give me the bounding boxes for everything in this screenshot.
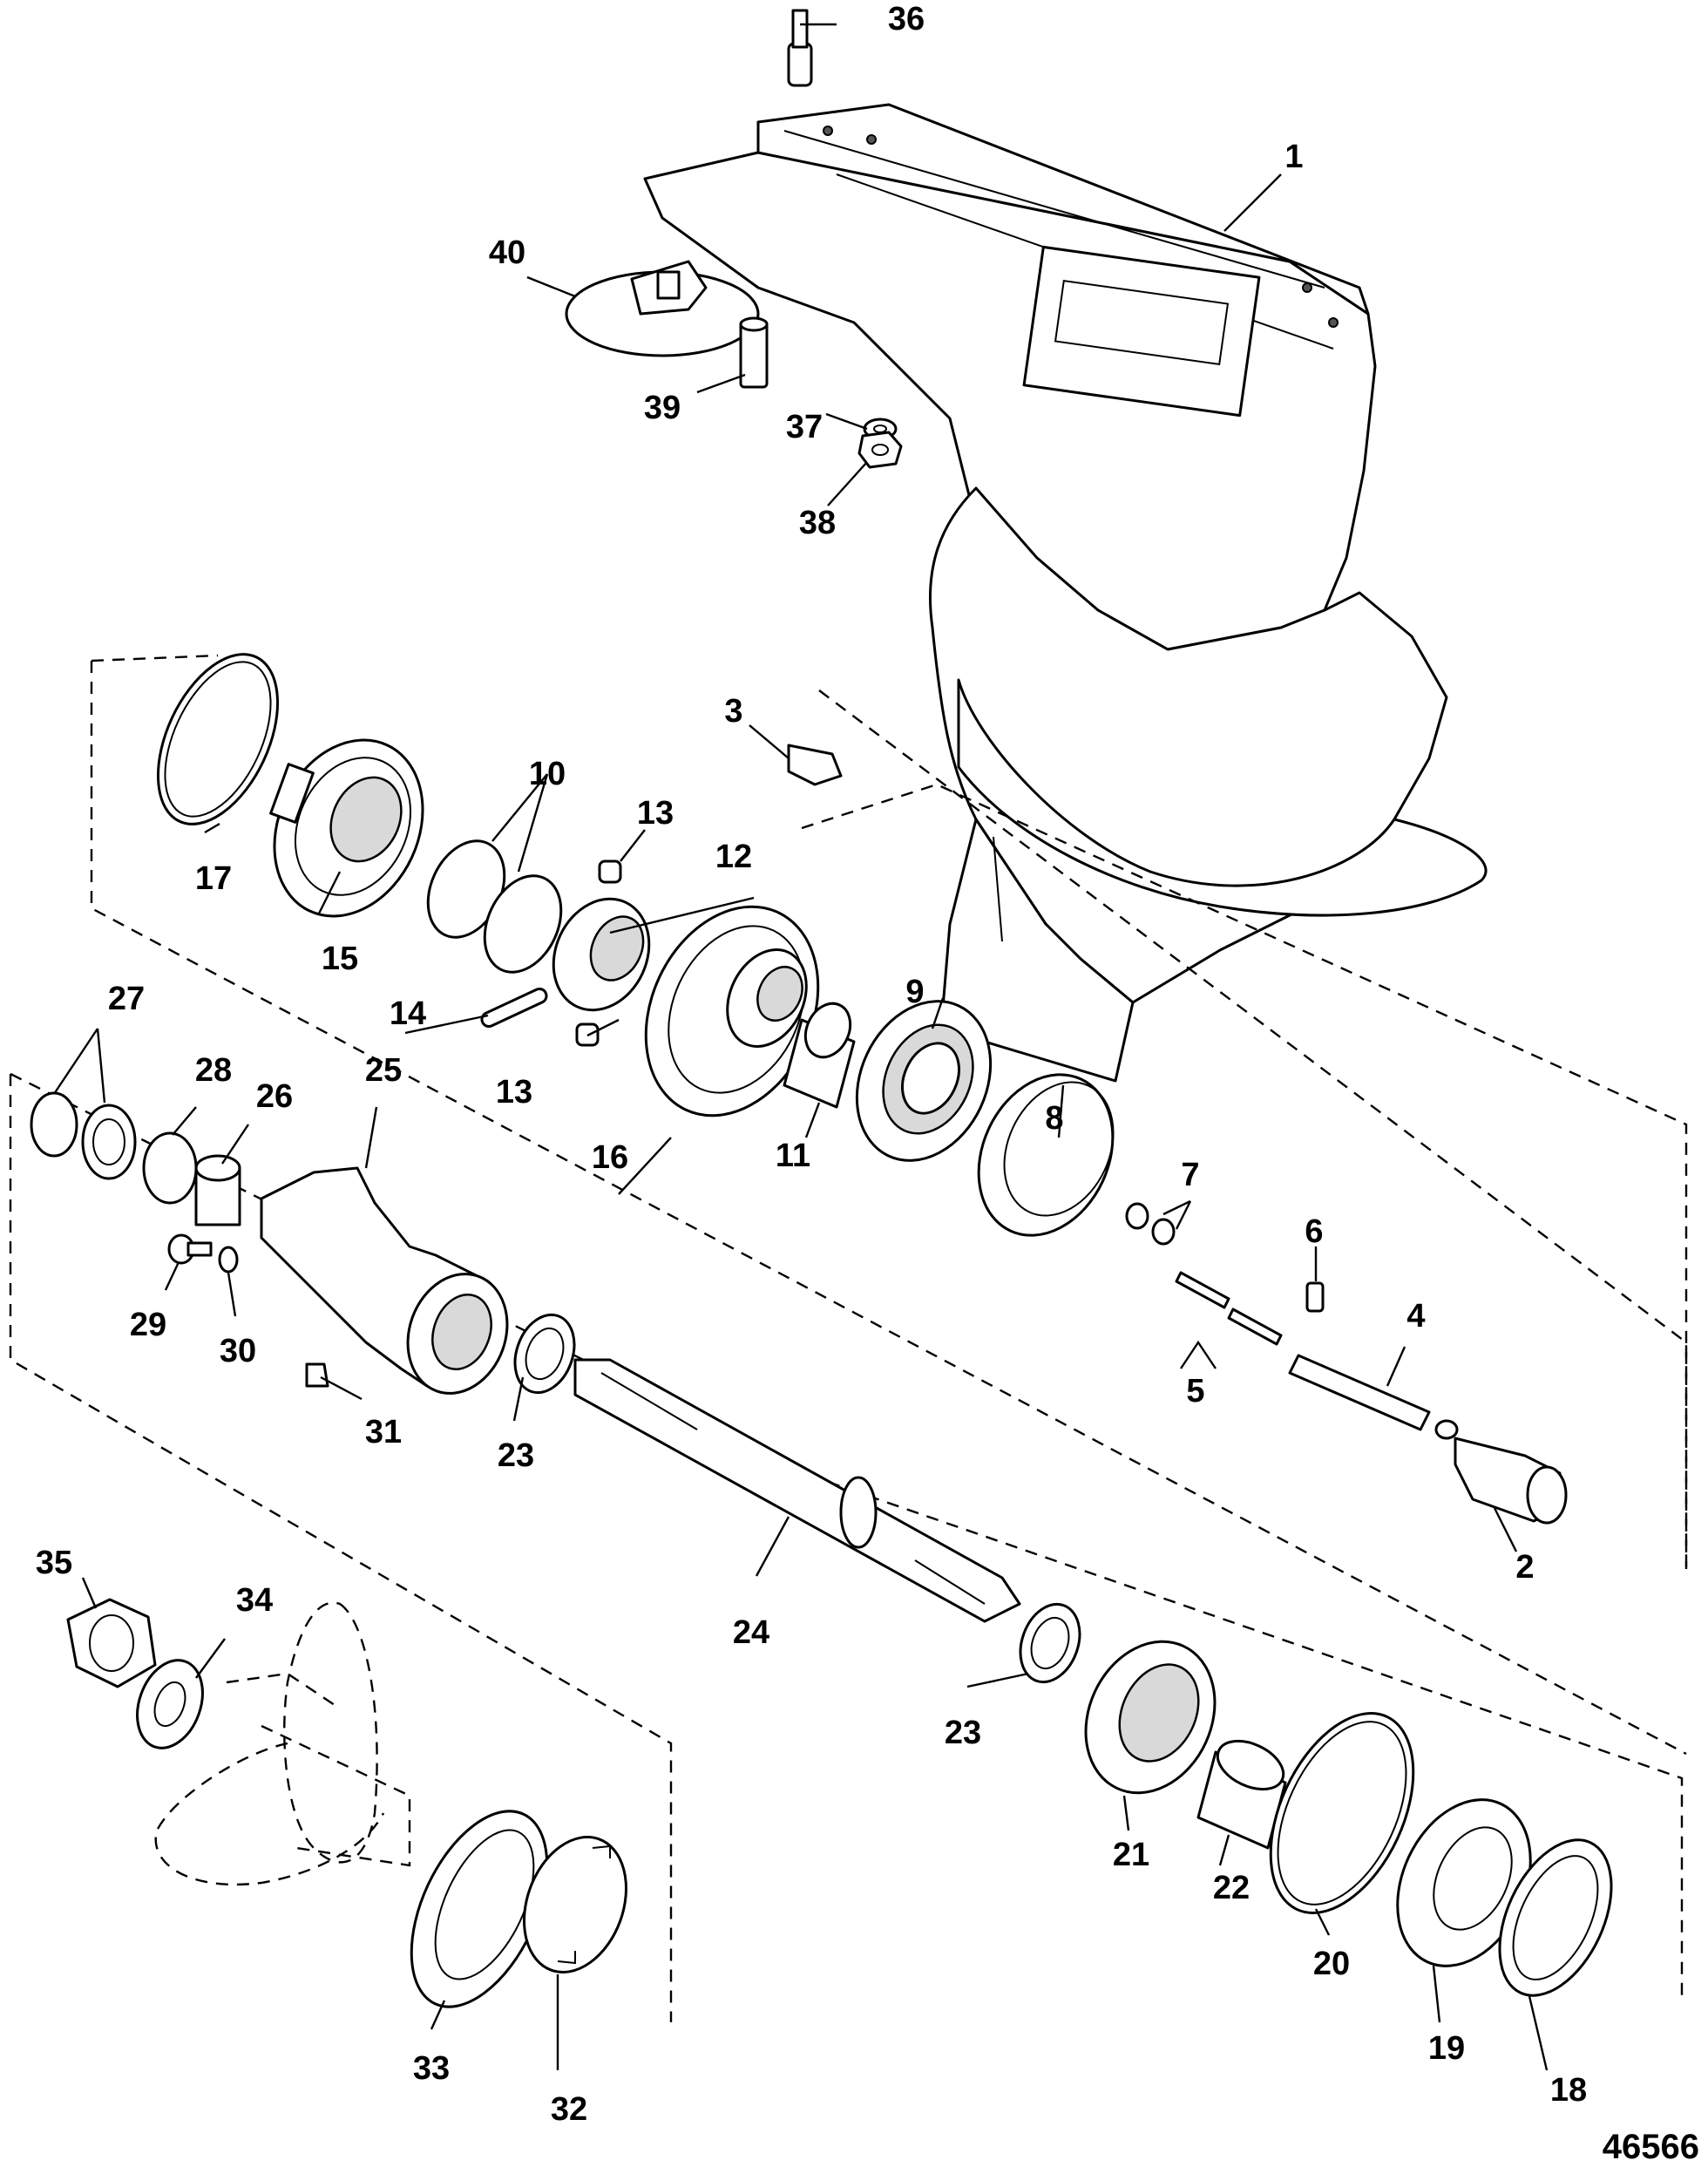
o-ring-30 <box>218 1246 239 1274</box>
figure-number: 46566 <box>1603 2128 1699 2166</box>
callout-33: 33 <box>413 2050 450 2087</box>
callout-labels: 1 2 3 4 5 6 7 8 9 10 11 12 13 13 14 15 1… <box>36 1 1587 2128</box>
pin-6 <box>1305 1281 1325 1313</box>
leader-lines <box>53 23 1549 2071</box>
o-ring-17 <box>156 653 280 825</box>
callout-25: 25 <box>365 1052 402 1089</box>
propeller-shaft-24 <box>573 1358 1021 1623</box>
callout-29: 29 <box>130 1307 166 1343</box>
callout-15: 15 <box>322 941 358 977</box>
propeller-outline <box>154 1601 411 1886</box>
callout-23-upper: 23 <box>498 1437 534 1474</box>
callout-36: 36 <box>888 1 925 37</box>
callout-11: 11 <box>776 1138 810 1174</box>
cross-pin-14 <box>480 987 548 1029</box>
callout-13-upper: 13 <box>637 795 674 832</box>
bolt-36 <box>787 9 813 87</box>
callout-17: 17 <box>195 860 232 897</box>
callout-1: 1 <box>1284 139 1303 175</box>
seals-27 <box>30 1091 137 1180</box>
callout-14: 14 <box>390 995 426 1032</box>
callout-38: 38 <box>799 505 836 541</box>
thrust-washer-19 <box>1396 1798 1532 1967</box>
dashed-boundary-upper <box>90 654 1688 1756</box>
cam-follower-4 <box>1288 1354 1459 1440</box>
ring-28 <box>142 1131 198 1205</box>
callout-8: 8 <box>1045 1100 1063 1137</box>
bearing-11 <box>783 1002 856 1109</box>
callout-37: 37 <box>786 409 823 445</box>
callout-28: 28 <box>195 1052 232 1089</box>
pin-13-upper <box>598 859 622 884</box>
callout-6: 6 <box>1305 1213 1323 1250</box>
callout-27: 27 <box>108 981 145 1017</box>
washer-34 <box>136 1659 204 1749</box>
callout-26: 26 <box>256 1078 293 1115</box>
springs-5 <box>1175 1271 1283 1346</box>
callout-3: 3 <box>724 693 742 730</box>
bearing-carrier-25 <box>260 1166 509 1395</box>
callout-40: 40 <box>489 234 525 271</box>
thrust-hub-33 <box>410 1810 549 2008</box>
shift-cam-3 <box>787 744 843 786</box>
screw-29 <box>167 1233 213 1265</box>
callout-18: 18 <box>1550 2072 1587 2109</box>
propeller-nut-35 <box>66 1598 157 1688</box>
callout-30: 30 <box>220 1333 256 1369</box>
thrust-bearing-18 <box>1498 1838 1613 1997</box>
tab-washer-32 <box>523 1836 627 1973</box>
bearing-22 <box>1196 1739 1287 1850</box>
callout-39: 39 <box>644 390 681 426</box>
gear-21 <box>1084 1640 1217 1795</box>
callout-5: 5 <box>1186 1373 1204 1410</box>
shift-cam-2 <box>1454 1437 1568 1525</box>
key-31 <box>305 1362 329 1388</box>
callout-24: 24 <box>733 1614 769 1651</box>
callout-23-lower: 23 <box>945 1715 981 1751</box>
reverse-gear-15 <box>269 738 424 918</box>
callout-34: 34 <box>236 1582 273 1619</box>
clutch-12 <box>552 897 651 1012</box>
nut-38 <box>857 431 903 469</box>
bearing-26 <box>194 1154 241 1226</box>
callout-9: 9 <box>905 974 924 1010</box>
screw-39 <box>739 316 769 389</box>
callout-2: 2 <box>1515 1549 1534 1586</box>
washers-7 <box>1125 1202 1176 1246</box>
callout-19: 19 <box>1428 2030 1465 2067</box>
callout-20: 20 <box>1313 1946 1350 1982</box>
gear-housing <box>643 103 1488 1083</box>
forward-gear-16 <box>644 905 820 1117</box>
callout-21: 21 <box>1113 1837 1149 1873</box>
callout-22: 22 <box>1213 1870 1250 1906</box>
callout-13-lower: 13 <box>496 1074 532 1111</box>
callout-10: 10 <box>529 756 566 792</box>
callout-12: 12 <box>715 839 752 875</box>
callout-4: 4 <box>1406 1298 1425 1335</box>
callout-7: 7 <box>1181 1157 1199 1193</box>
anode-40 <box>565 260 760 357</box>
thrust-bearing-23-upper <box>513 1313 576 1395</box>
callout-35: 35 <box>36 1545 72 1581</box>
callout-31: 31 <box>365 1414 402 1450</box>
bearing-9 <box>855 1000 993 1162</box>
callout-32: 32 <box>551 2091 587 2128</box>
callout-16: 16 <box>592 1139 628 1176</box>
shim-20 <box>1269 1712 1415 1914</box>
o-rings-10 <box>426 839 563 974</box>
thrust-bearing-23-lower <box>1019 1602 1081 1684</box>
race-8 <box>977 1073 1115 1237</box>
